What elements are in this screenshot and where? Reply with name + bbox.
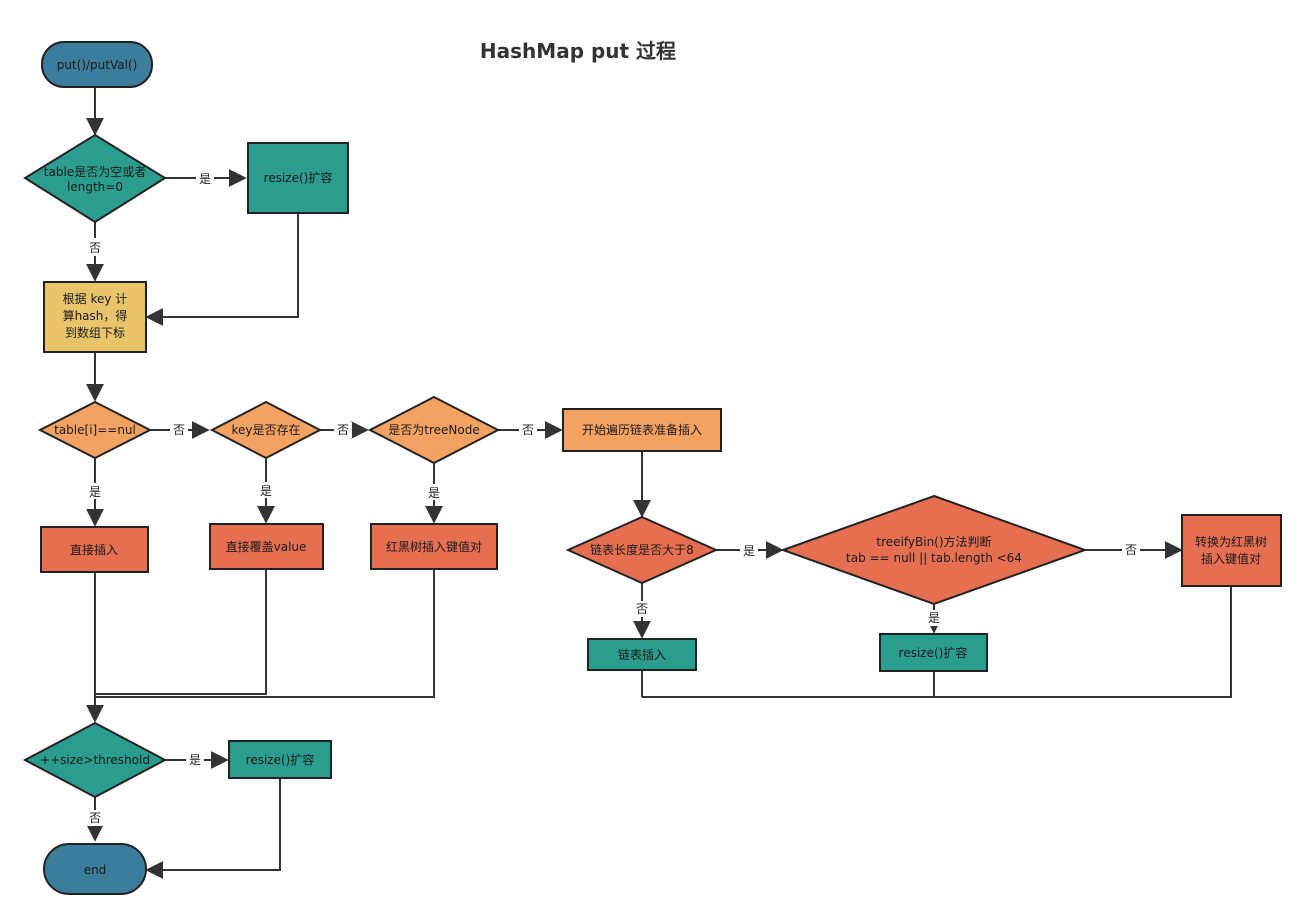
treeify-label-line1: treeifyBin()方法判断	[876, 534, 991, 549]
label-no: 否	[337, 423, 349, 437]
convert-tree-process: 转换为红黑树 插入键值对	[1181, 514, 1282, 587]
label-no: 否	[636, 602, 648, 616]
compute-index-process: 根据 key 计 算hash，得 到数组下标	[43, 281, 147, 353]
check-slot-label: table[i]==nul	[54, 423, 136, 437]
list-insert-label: 链表插入	[618, 647, 666, 662]
label-no: 否	[89, 241, 101, 255]
check-list-length-decision: 链表长度是否大于8	[565, 515, 719, 585]
check-threshold-label: ++size>threshold	[40, 753, 150, 767]
check-key-exists-decision: key是否存在	[209, 400, 323, 460]
edge-labels: 是 否 否 否 否 是 是 是 是 否 否 是 是 否	[86, 170, 1140, 826]
edge-tree-insert-merge	[95, 569, 435, 698]
convert-tree-label-line2: 插入键值对	[1201, 551, 1261, 566]
edge-overwrite-merge	[95, 569, 267, 695]
label-yes: 是	[928, 611, 940, 625]
traverse-list-process: 开始遍历链表准备插入	[562, 408, 722, 452]
compute-label-line1: 根据 key 计	[63, 292, 128, 306]
tree-insert-process: 红黑树插入键值对	[370, 523, 498, 570]
label-yes: 是	[428, 486, 440, 500]
edge-resize3-to-end	[145, 778, 281, 879]
list-insert-process: 链表插入	[587, 638, 697, 671]
start-node: put()/putVal()	[41, 41, 153, 88]
check-key-label: key是否存在	[231, 423, 300, 437]
insert-direct-process: 直接插入	[40, 526, 149, 573]
treeify-check-decision: treeifyBin()方法判断 tab == null || tab.leng…	[780, 494, 1088, 606]
edge-resize1-to-compute	[145, 213, 299, 326]
check-table-empty-decision: table是否为空或者 length=0	[23, 133, 167, 224]
compute-label-line2: 算hash，得	[63, 308, 128, 323]
convert-tree-label-line1: 转换为红黑树	[1195, 534, 1267, 549]
compute-label-line3: 到数组下标	[65, 325, 125, 340]
end-node: end	[43, 843, 147, 895]
check-len-label: 链表长度是否大于8	[590, 542, 694, 557]
insert-direct-label: 直接插入	[70, 542, 118, 557]
resize-process-1: resize()扩容	[247, 142, 349, 214]
end-label: end	[84, 863, 107, 877]
overwrite-label: 直接覆盖value	[226, 539, 307, 554]
treeify-label-line2: tab == null || tab.length <64	[846, 551, 1022, 565]
start-label: put()/putVal()	[57, 58, 138, 72]
diagram-title: HashMap put 过程	[480, 39, 676, 63]
check-tree-label: 是否为treeNode	[388, 423, 479, 437]
check-threshold-decision: ++size>threshold	[22, 721, 168, 799]
resize-1-label: resize()扩容	[264, 170, 333, 185]
check-table-label-line2: length=0	[67, 180, 123, 194]
label-no: 否	[173, 423, 185, 437]
label-no: 否	[1125, 543, 1137, 557]
resize-process-3: resize()扩容	[228, 740, 332, 779]
check-slot-null-decision: table[i]==nul	[37, 400, 153, 460]
label-yes: 是	[743, 544, 755, 558]
overwrite-value-process: 直接覆盖value	[209, 523, 324, 570]
tree-insert-label: 红黑树插入键值对	[386, 539, 482, 554]
check-table-label-line1: table是否为空或者	[44, 165, 146, 179]
edge-convert-tree-merge	[642, 586, 1232, 698]
check-tree-node-decision: 是否为treeNode	[367, 395, 501, 465]
resize-process-2: resize()扩容	[879, 633, 988, 672]
resize-3-label: resize()扩容	[246, 752, 315, 767]
resize-2-label: resize()扩容	[899, 645, 968, 660]
traverse-label: 开始遍历链表准备插入	[582, 422, 702, 437]
label-yes: 是	[189, 753, 201, 767]
label-yes: 是	[260, 484, 272, 498]
label-no: 否	[89, 811, 101, 825]
label-yes: 是	[199, 172, 211, 186]
label-yes: 是	[89, 485, 101, 499]
label-no: 否	[522, 423, 534, 437]
